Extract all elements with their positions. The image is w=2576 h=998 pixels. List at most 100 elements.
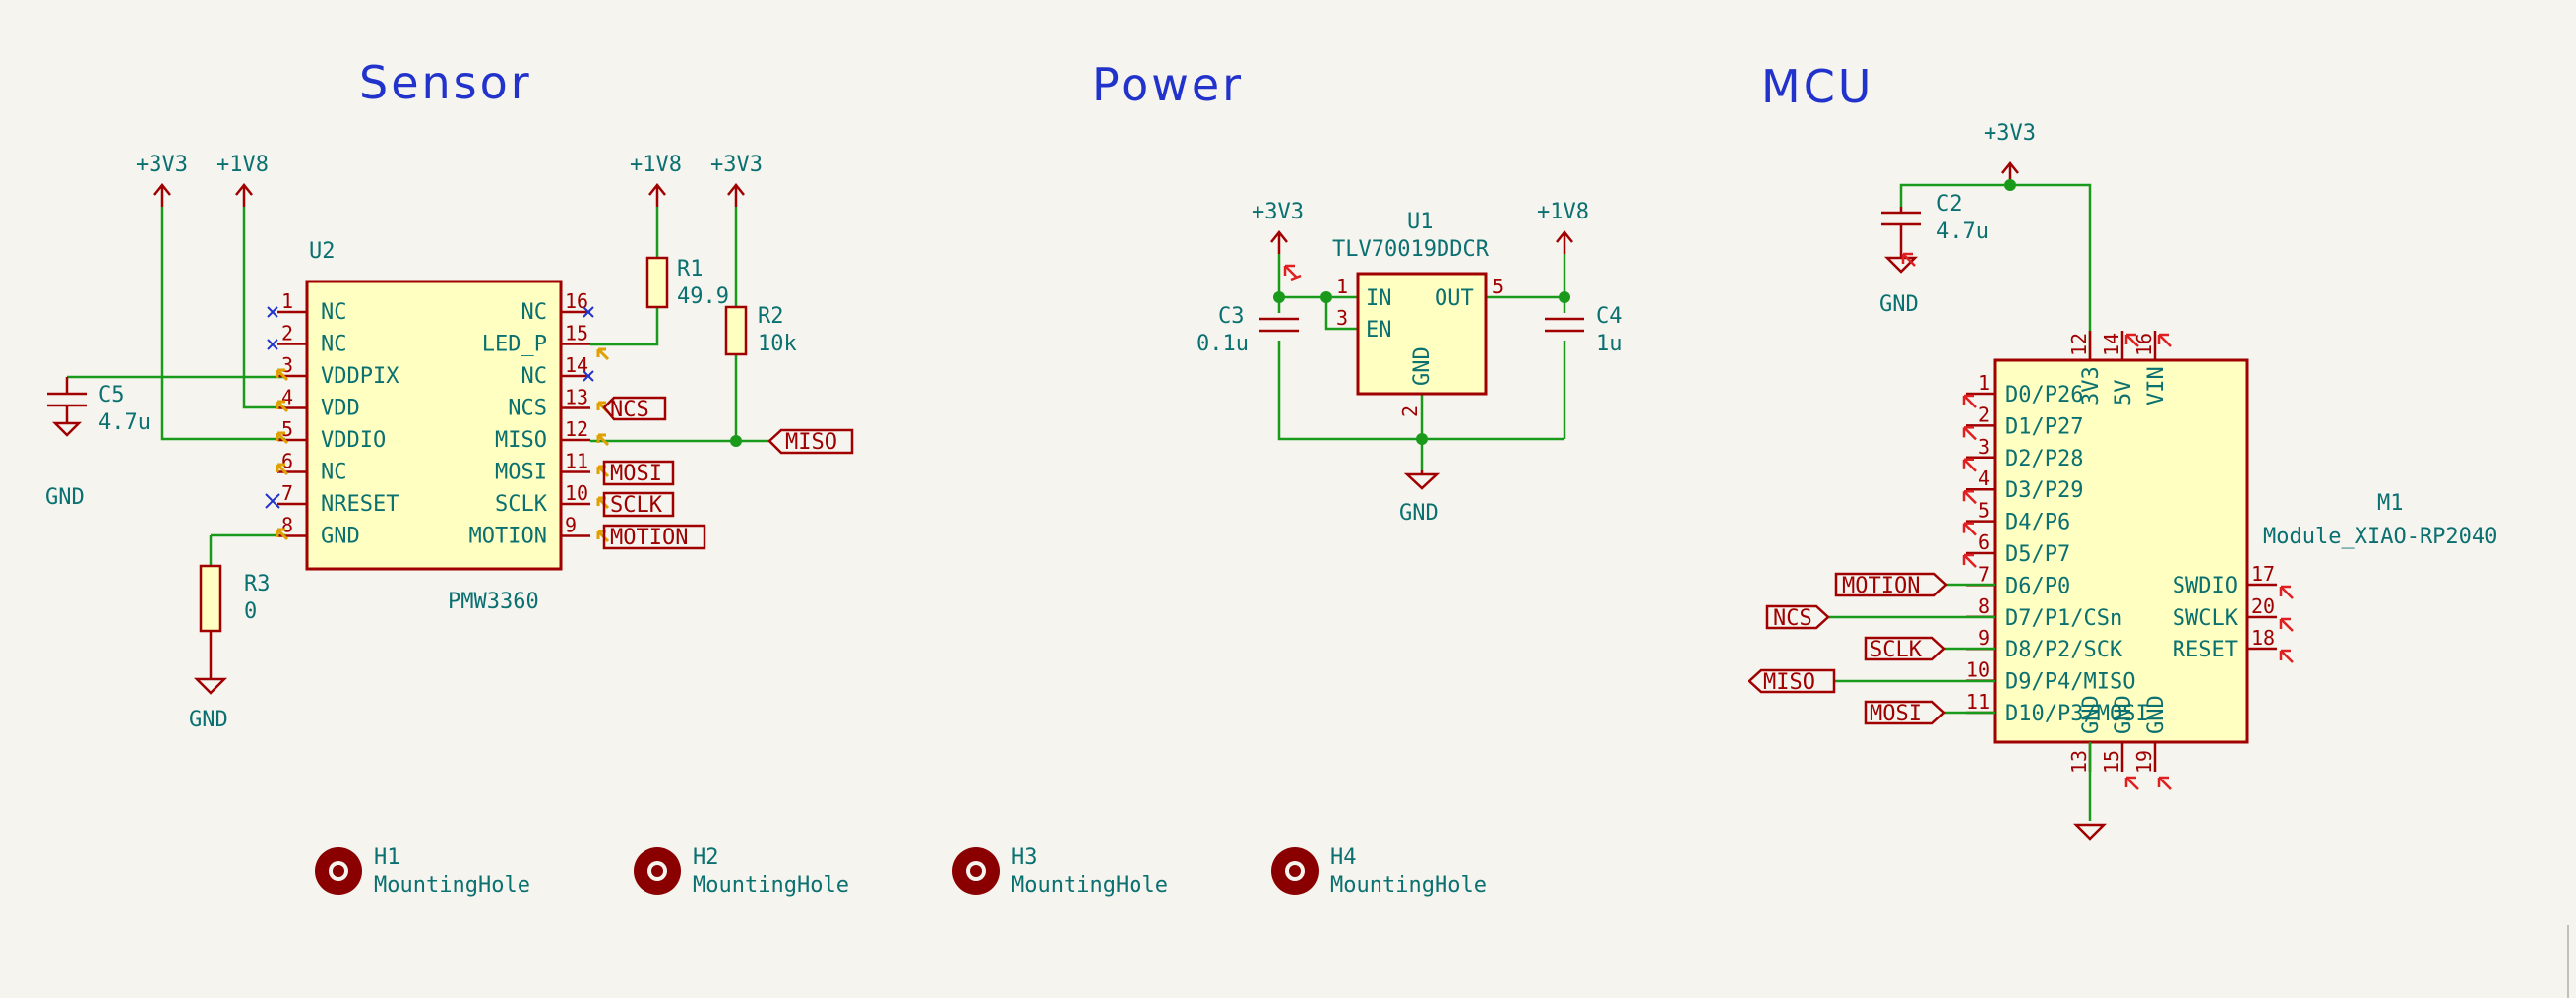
power-port-1v8-power[interactable]: +1V8 <box>1537 200 1589 254</box>
net-label-motion-sensor[interactable]: MOTION <box>602 524 706 550</box>
power-port-3v3-mcu[interactable]: +3V3 <box>1984 121 2036 185</box>
svg-text:SCLK: SCLK <box>495 492 548 517</box>
svg-text:4: 4 <box>1978 467 1990 490</box>
svg-text:SWCLK: SWCLK <box>2173 606 2239 631</box>
svg-text:GND: GND <box>1410 346 1435 386</box>
svg-text:5V: 5V <box>2112 380 2136 406</box>
svg-text:3: 3 <box>1978 435 1990 459</box>
power-port-3v3-sensor-a[interactable]: +3V3 <box>136 153 188 207</box>
svg-text:GND: GND <box>321 525 360 549</box>
mcu-section: +3V3 C2 4.7u GND M1 Module_XIAO-RP2040 1… <box>1748 121 2498 841</box>
capacitor-c2[interactable]: C2 4.7u GND <box>1879 192 1989 317</box>
svg-text:MountingHole: MountingHole <box>1012 873 1168 898</box>
capacitor-c4[interactable]: C4 1u <box>1545 304 1623 356</box>
capacitor-c5[interactable]: C5 4.7u GND <box>45 377 151 510</box>
svg-text:+1V8: +1V8 <box>216 153 269 177</box>
svg-text:18: 18 <box>2251 626 2275 650</box>
svg-text:TLV70019DDCR: TLV70019DDCR <box>1332 237 1490 262</box>
resistor-r2[interactable]: R2 10k <box>724 304 797 356</box>
net-label-ncs-mcu[interactable]: NCS <box>1765 604 1830 631</box>
power-port-1v8-sensor-b[interactable]: +1V8 <box>630 153 682 207</box>
power-port-gnd-power[interactable]: GND <box>1399 470 1441 526</box>
svg-text:9: 9 <box>1978 626 1990 650</box>
power-port-3v3-power[interactable]: +3V3 <box>1252 200 1304 254</box>
svg-text:1: 1 <box>1336 275 1348 298</box>
net-label-ncs-sensor[interactable]: NCS <box>602 396 667 422</box>
net-label-sclk-mcu[interactable]: SCLK <box>1864 636 1946 662</box>
net-label-sclk-sensor[interactable]: SCLK <box>602 491 675 518</box>
section-title-sensor: Sensor <box>359 56 532 109</box>
svg-text:+3V3: +3V3 <box>1252 200 1304 224</box>
net-label-miso-mcu[interactable]: MISO <box>1748 668 1836 695</box>
svg-text:+3V3: +3V3 <box>136 153 188 177</box>
svg-text:13: 13 <box>565 386 588 409</box>
svg-text:10: 10 <box>1966 658 1990 682</box>
power-port-1v8-sensor-a[interactable]: +1V8 <box>216 153 269 207</box>
resistor-r1[interactable]: R1 49.9 <box>645 256 729 309</box>
svg-text:D3/P29: D3/P29 <box>2005 478 2083 503</box>
net-label-mosi-sensor[interactable]: MOSI <box>602 460 675 486</box>
resistor-r3[interactable]: R3 0 GND <box>189 564 271 732</box>
svg-text:GND: GND <box>1399 501 1439 526</box>
erc-warning-markers-u2 <box>276 347 610 543</box>
ic-u1-ldo[interactable]: U1 TLV70019DDCR IN EN OUT GND 1 3 5 2 <box>1332 210 1503 417</box>
svg-text:MISO: MISO <box>495 428 547 453</box>
m1-pin-4[interactable]: 4 D3/P29 <box>1966 467 2083 503</box>
svg-text:OUT: OUT <box>1435 286 1474 311</box>
power-port-3v3-sensor-b[interactable]: +3V3 <box>710 153 763 207</box>
svg-text:1: 1 <box>281 289 293 313</box>
svg-text:MOSI: MOSI <box>495 461 547 485</box>
svg-text:H3: H3 <box>1012 845 1038 870</box>
svg-text:R1: R1 <box>677 257 704 281</box>
svg-text:0.1u: 0.1u <box>1196 332 1249 356</box>
svg-text:NC: NC <box>521 364 548 389</box>
net-label-miso-sensor[interactable]: MISO <box>767 428 854 455</box>
net-label-motion-mcu[interactable]: MOTION <box>1834 572 1948 598</box>
svg-text:EN: EN <box>1366 318 1392 343</box>
svg-text:2: 2 <box>281 322 293 345</box>
svg-text:R2: R2 <box>758 304 784 329</box>
capacitor-c3[interactable]: C3 0.1u <box>1196 304 1299 356</box>
net-label-mosi-mcu[interactable]: MOSI <box>1864 700 1946 726</box>
erc-error-marker-u1 <box>1283 264 1302 281</box>
